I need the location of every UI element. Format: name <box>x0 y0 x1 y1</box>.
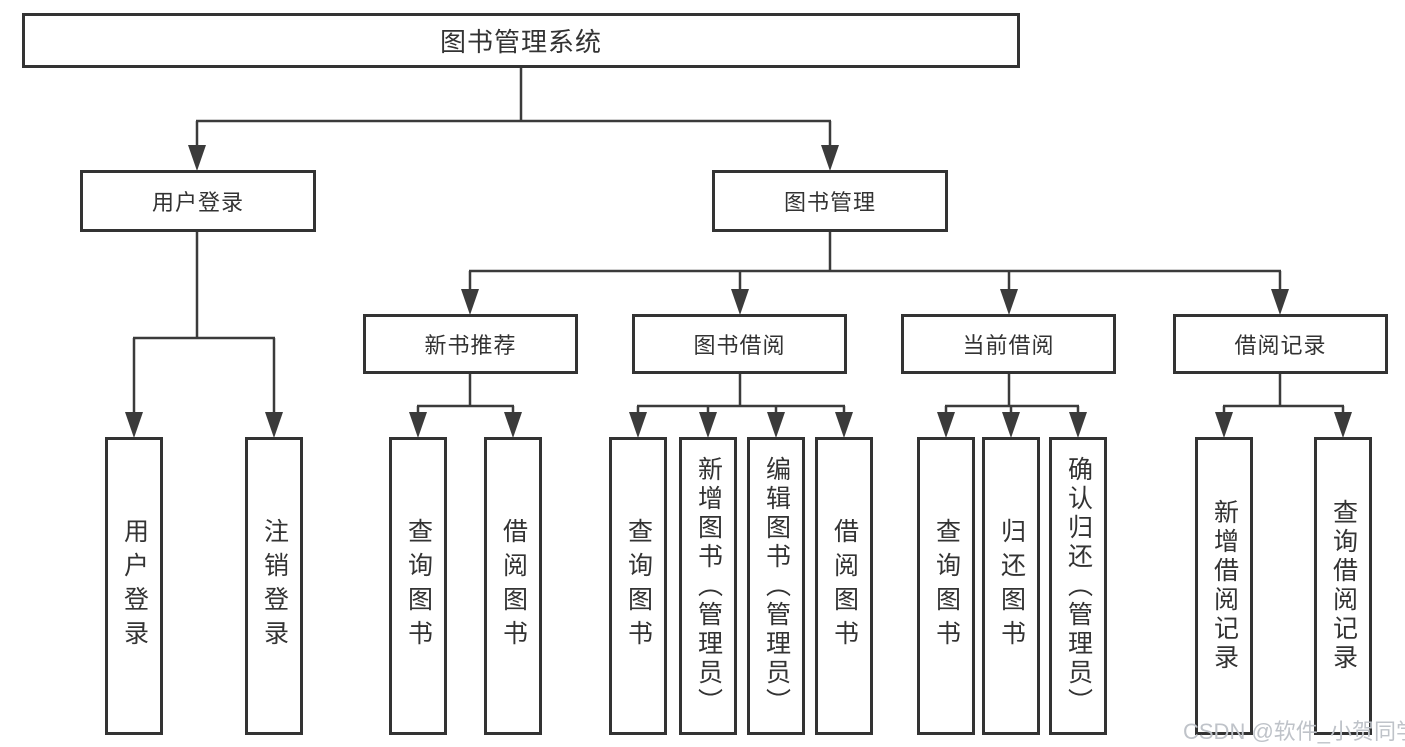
node-query-borrow-record: 查询借阅记录 <box>1314 437 1372 735</box>
node-confirm-return-admin: 确认归还（管理员） <box>1049 437 1107 735</box>
node-add-book-admin: 新增图书（管理员） <box>679 437 737 735</box>
node-borrowing-records: 借阅记录 <box>1173 314 1388 374</box>
node-query-books-current: 查询图书 <box>917 437 975 735</box>
node-borrow-books-borrowing: 借阅图书 <box>815 437 873 735</box>
node-return-books: 归还图书 <box>982 437 1040 735</box>
node-query-books-borrowing: 查询图书 <box>609 437 667 735</box>
node-query-books-recommend: 查询图书 <box>389 437 447 735</box>
node-user-login-leaf: 用户登录 <box>105 437 163 735</box>
node-new-book-recommendation: 新书推荐 <box>363 314 578 374</box>
watermark-text: CSDN @软件_小贺同学 <box>1183 719 1405 744</box>
node-borrow-books-recommend: 借阅图书 <box>484 437 542 735</box>
node-logout-leaf: 注销登录 <box>245 437 303 735</box>
node-add-borrow-record: 新增借阅记录 <box>1195 437 1253 735</box>
node-user-login: 用户登录 <box>80 170 316 232</box>
node-library-management-system: 图书管理系统 <box>22 13 1020 68</box>
node-current-borrowing: 当前借阅 <box>901 314 1116 374</box>
node-edit-book-admin: 编辑图书（管理员） <box>747 437 805 735</box>
node-book-borrowing: 图书借阅 <box>632 314 847 374</box>
node-book-management: 图书管理 <box>712 170 948 232</box>
